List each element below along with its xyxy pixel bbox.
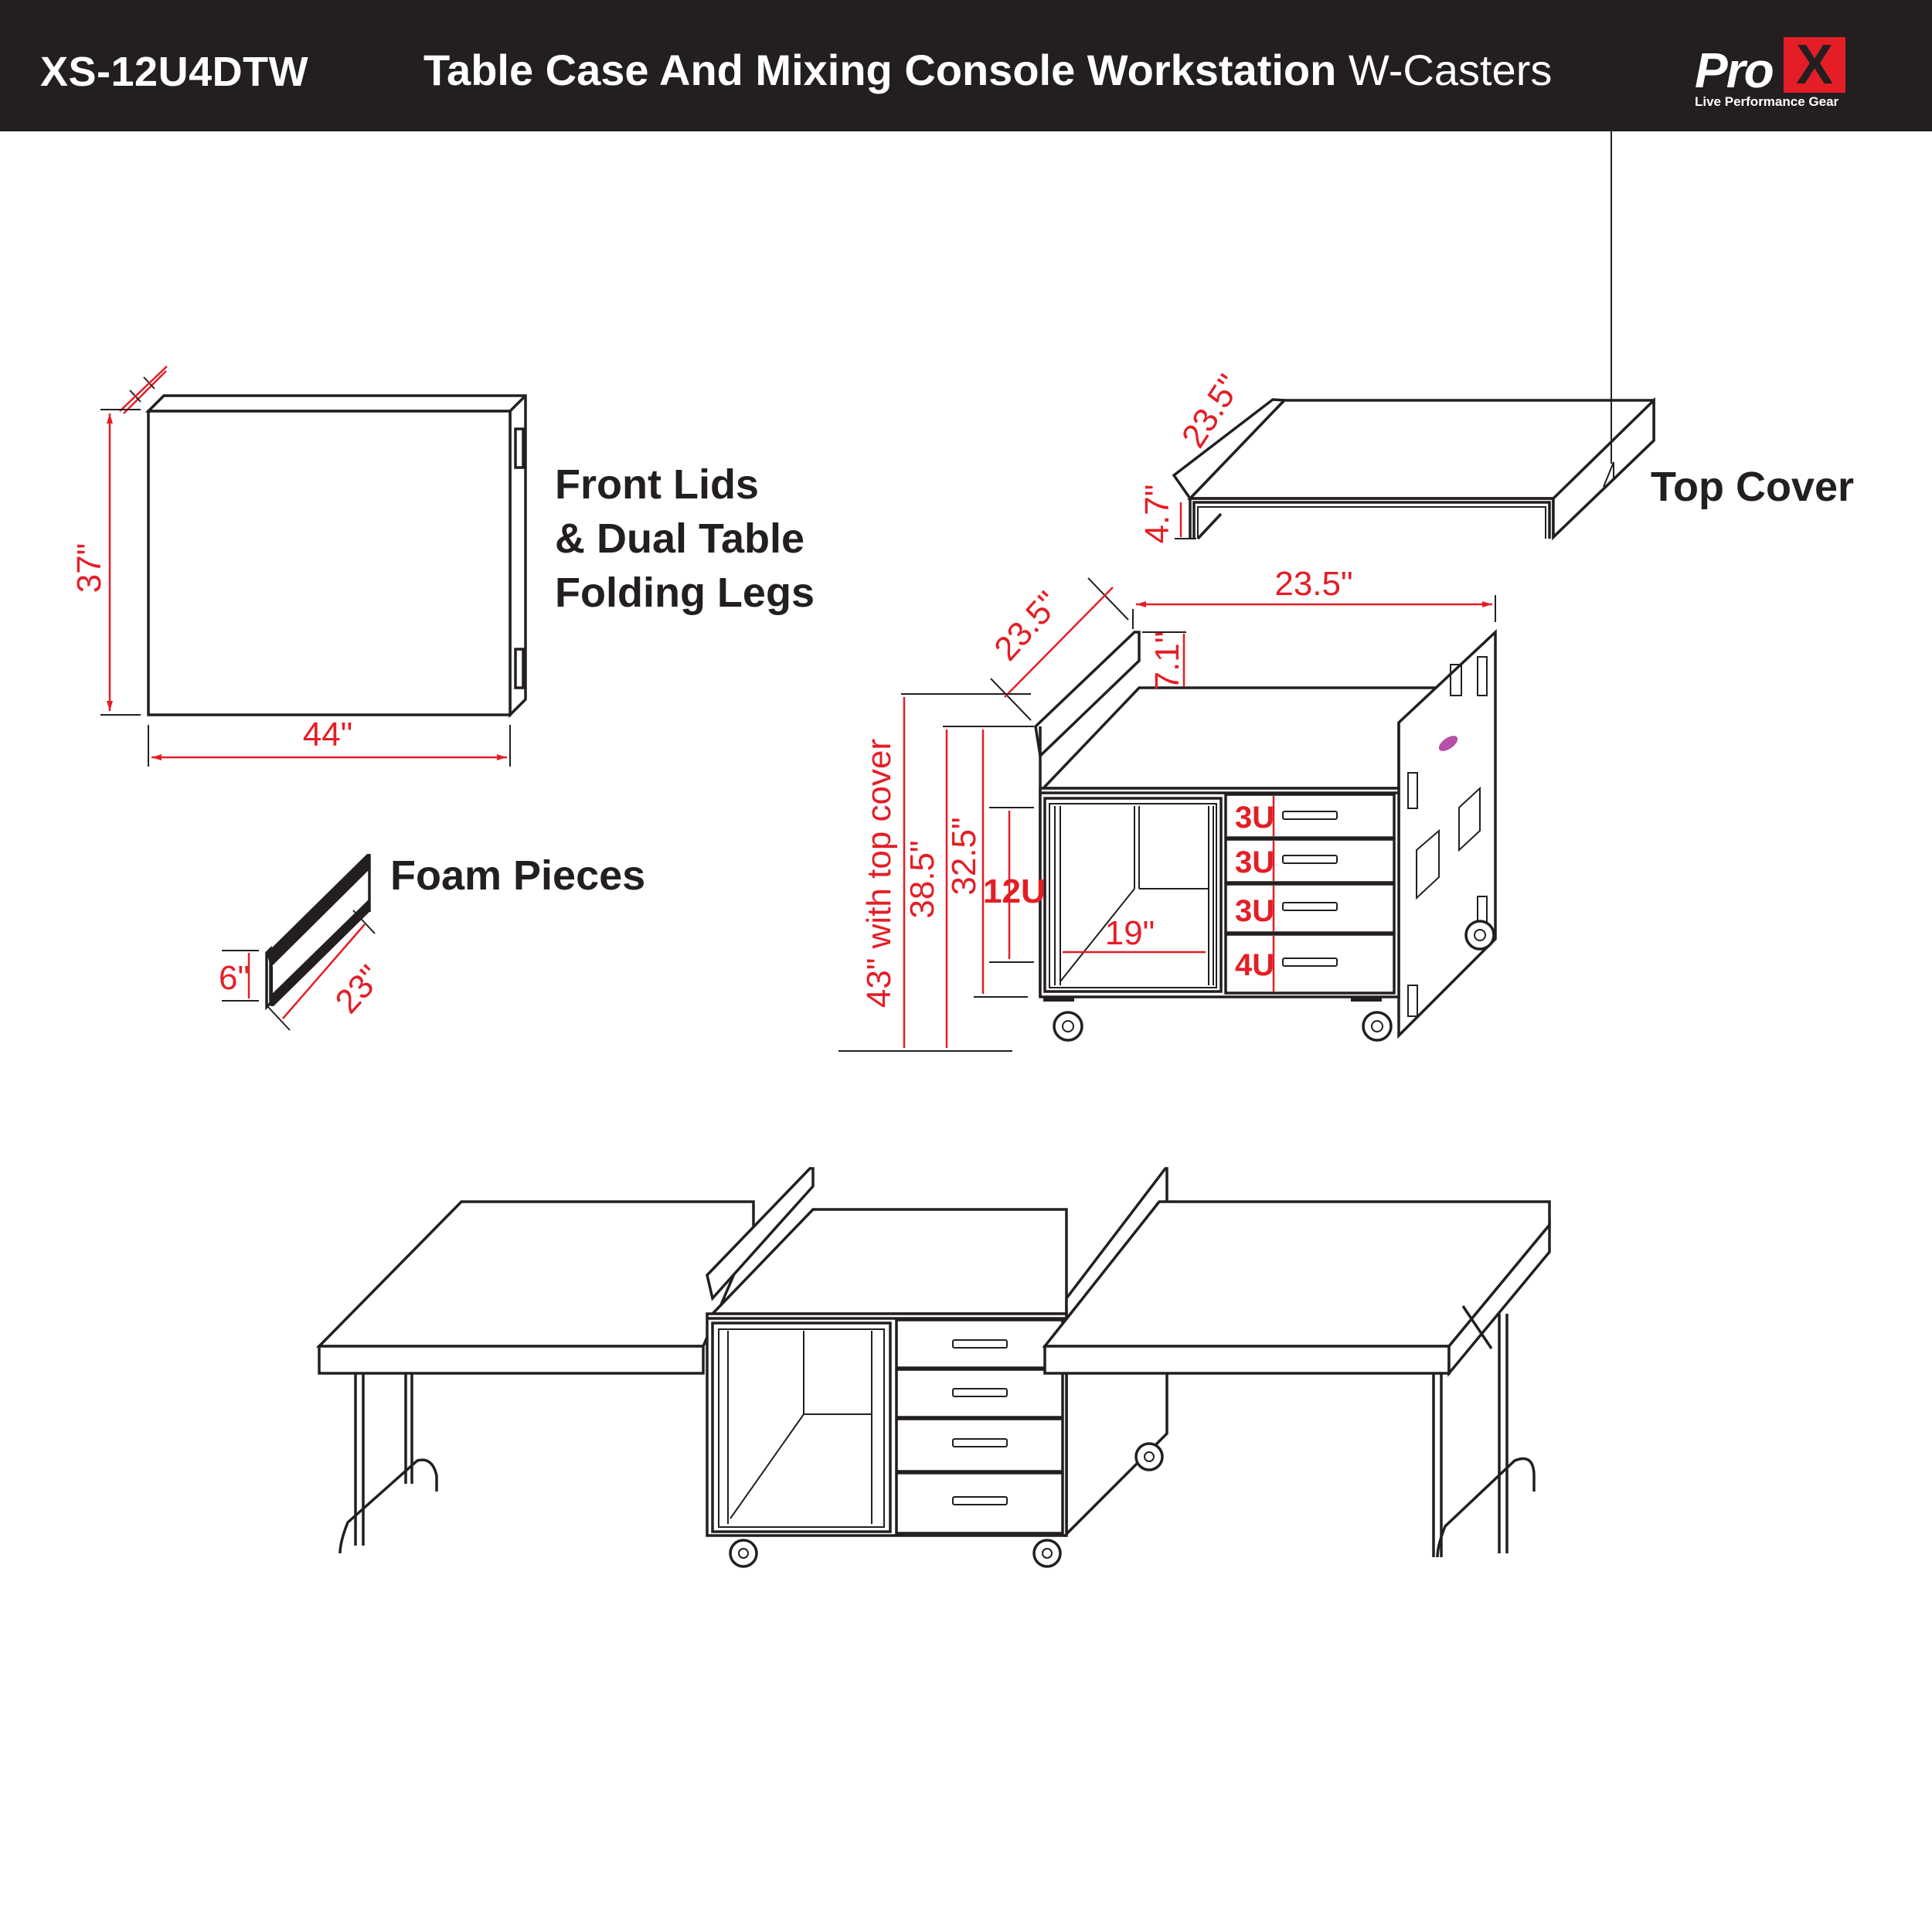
product-title-suffix: W-Casters xyxy=(1348,46,1553,94)
height-body-dim: 32.5" xyxy=(945,817,983,895)
rack-space-dim: 12U xyxy=(983,872,1046,910)
logo-pro-text: Pro xyxy=(1695,43,1774,98)
logo-tagline: Live Performance Gear xyxy=(1695,94,1839,109)
product-title-light: W-Casters xyxy=(1349,46,1552,94)
top-cover-drawing: 4.7" 23.5" xyxy=(1138,0,1655,544)
front-lid-width-dim: 44" xyxy=(303,716,353,753)
logo-x-mark: X xyxy=(1784,37,1845,93)
case-lip-height-dim: 7.1" xyxy=(1148,631,1186,691)
foam-height-dim: 6" xyxy=(219,959,250,997)
drawer-2-size: 3U xyxy=(1235,845,1274,879)
front-lids-line-1: Front Lids xyxy=(555,461,759,508)
height-overall-dim: 38.5" xyxy=(903,840,941,918)
front-lids-line-2: & Dual Table xyxy=(555,515,805,563)
assembled-workstation-drawing xyxy=(315,1167,1551,1568)
model-number: XS-12U4DTW xyxy=(40,49,309,95)
prox-logo: Pro X Live Performance Gear xyxy=(1689,37,1866,109)
foam-length-dim: 23" xyxy=(328,958,389,1021)
front-lids-line-3: Folding Legs xyxy=(555,570,815,617)
drawer-3-size: 3U xyxy=(1235,894,1274,928)
rack-width-dim: 19" xyxy=(1105,914,1155,952)
front-lid-drawing: 37" 44" xyxy=(70,366,527,767)
top-cover-label: Top Cover xyxy=(1651,464,1855,510)
header-bar: XS-12U4DTW Table Case And Mixing Console… xyxy=(0,0,1932,131)
top-cover-height-dim: 4.7" xyxy=(1138,485,1176,544)
case-drawing: 3U 3U 3U 4U 23.5" 23.5" 7.1" xyxy=(838,565,1497,1052)
front-lid-height-dim: 37" xyxy=(70,543,108,594)
drawer-4-size: 4U xyxy=(1235,948,1274,982)
height-with-cover-dim: 43" with top cover xyxy=(860,739,898,1008)
case-width-dim: 23.5" xyxy=(1274,565,1352,603)
drawer-1-size: 3U xyxy=(1235,801,1274,835)
front-lids-label: Front Lids & Dual Table Folding Legs xyxy=(555,457,815,621)
case-depth-dim: 23.5" xyxy=(987,584,1067,668)
product-title: Table Case And Mixing Console Workstatio… xyxy=(423,45,1552,95)
foam-pieces-label: Foam Pieces xyxy=(390,852,646,899)
product-title-bold: Table Case And Mixing Console Workstatio… xyxy=(423,46,1337,94)
foam-piece-drawing: 6" 23" xyxy=(219,854,389,1031)
